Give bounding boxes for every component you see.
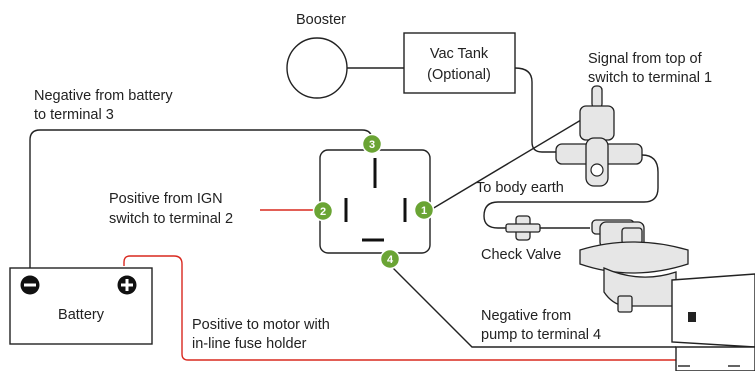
svg-text:1: 1 <box>421 205 427 217</box>
positive-ign-label-line2: switch to terminal 2 <box>109 211 233 227</box>
terminal-4-badge: 4 <box>379 248 401 270</box>
svg-text:2: 2 <box>320 206 326 218</box>
vac-tank-box <box>403 32 516 94</box>
vac-tank-label-line1: Vac Tank <box>430 46 489 62</box>
relay: 3 2 1 4 <box>312 133 435 270</box>
signal-label-line1: Signal from top of <box>588 51 703 67</box>
check-valve-label: Check Valve <box>481 247 561 263</box>
check-valve <box>505 215 541 241</box>
svg-text:4: 4 <box>387 254 394 266</box>
positive-motor-label-line1: Positive to motor with <box>192 317 330 333</box>
svg-text:3: 3 <box>369 139 375 151</box>
terminal-1-badge: 1 <box>413 199 435 221</box>
body-earth-label: To body earth <box>476 180 564 196</box>
wire-negative-pump <box>391 266 676 348</box>
hose-switch-valve <box>483 154 659 229</box>
plus-icon <box>117 275 137 295</box>
wire-positive-motor <box>123 255 676 361</box>
wire-signal <box>431 116 587 210</box>
negative-pump-label-line1: Negative from <box>481 308 571 324</box>
battery-label: Battery <box>58 307 105 323</box>
negative-battery-label-line2: to terminal 3 <box>34 107 114 123</box>
signal-label-line2: switch to terminal 1 <box>588 70 712 86</box>
booster-label: Booster <box>296 12 346 28</box>
negative-pump-label-line2: pump to terminal 4 <box>481 327 601 343</box>
booster-circle <box>286 37 348 99</box>
negative-battery-label-line1: Negative from battery <box>34 88 173 104</box>
battery: Battery <box>9 267 153 345</box>
vacuum-switch <box>555 85 643 187</box>
minus-icon <box>20 275 40 295</box>
hose-tank-switch <box>514 67 556 153</box>
terminal-2-badge: 2 <box>312 200 334 222</box>
positive-motor-label-line2: in-line fuse holder <box>192 336 307 352</box>
terminal-3-badge: 3 <box>361 133 383 155</box>
positive-ign-label-line1: Positive from IGN <box>109 191 223 207</box>
vac-tank-label-line2: (Optional) <box>427 67 491 83</box>
vacuum-pump <box>579 219 755 371</box>
